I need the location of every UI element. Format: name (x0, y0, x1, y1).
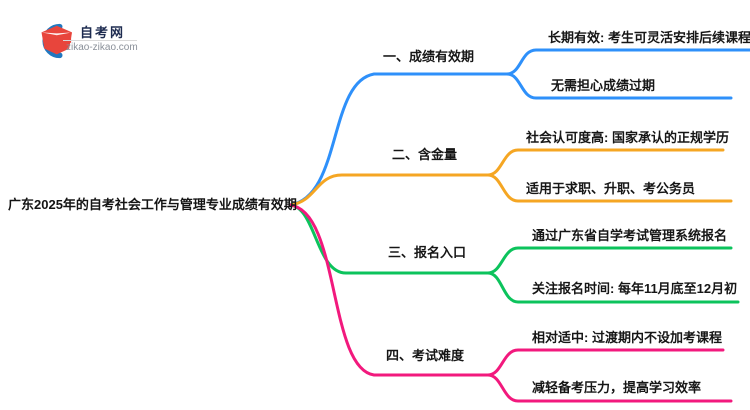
site-logo: 自考网 zikao-zikao.com (30, 18, 200, 62)
branch-2-child-2-line (486, 173, 733, 203)
branch-2-child-2: 适用于求职、升职、考公务员 (526, 181, 696, 196)
branch-1-label: 一、成绩有效期 (383, 49, 475, 64)
branch-1-child-2-line (505, 72, 733, 100)
branch-2-child-1: 社会认可度高: 国家承认的正规学历 (526, 130, 729, 145)
branch-2-label: 二、含金量 (392, 147, 458, 162)
branch-1-main-curve (288, 72, 509, 207)
branch-4-main-curve (288, 203, 490, 377)
branch-4-label: 四、考试难度 (386, 348, 465, 363)
root-node: 广东2025年的自考社会工作与管理专业成绩有效期 (8, 197, 297, 212)
branch-4-child-1: 相对适中: 过渡期内不设加考课程 (532, 330, 722, 345)
site-name: 自考网 (80, 25, 126, 40)
graduation-cap-icon (41, 23, 73, 59)
branch-1-child-1-line (505, 48, 750, 76)
branch-2-main-curve (288, 173, 490, 207)
branch-1-child-1: 长期有效: 考生可灵活安排后续课程 (548, 30, 750, 45)
branch-2-child-1-line (486, 148, 725, 177)
branch-3-child-1: 通过广东省自学考试管理系统报名 (532, 228, 728, 243)
branch-4-child-1-line (486, 348, 725, 377)
branch-3-child-1-line (486, 246, 733, 275)
branch-4-child-2: 减轻备考压力，提高学习效率 (532, 380, 702, 395)
branch-3-label: 三、报名入口 (388, 245, 467, 260)
site-url: zikao-zikao.com (66, 42, 138, 53)
branch-4-child-2-line (486, 373, 733, 403)
logo-divider (63, 40, 137, 41)
branch-3-child-2: 关注报名时间: 每年11月底至12月初 (532, 281, 738, 296)
branch-1-child-2: 无需担心成绩过期 (551, 78, 656, 93)
branch-3-child-2-line (486, 271, 740, 304)
